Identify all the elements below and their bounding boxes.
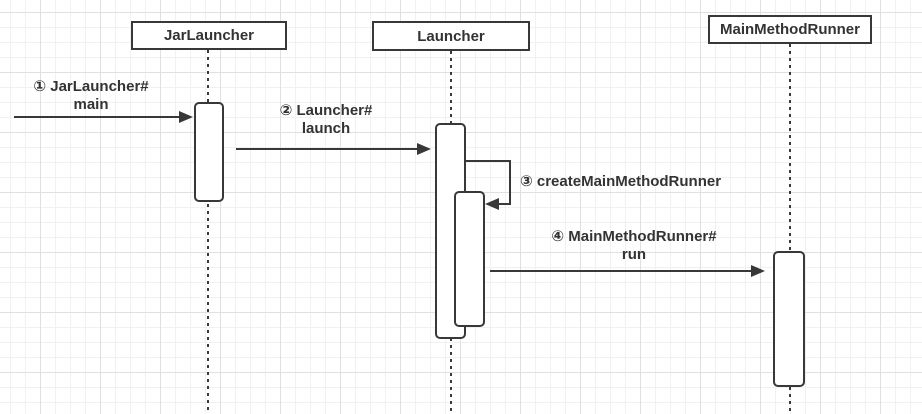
message-1-label: ① JarLauncher# main: [33, 78, 149, 113]
message-4-label: ④ MainMethodRunner# run: [551, 228, 717, 263]
activation-bar-launcher-inner: [454, 191, 485, 327]
activation-bar-jarlauncher: [194, 102, 224, 202]
message-4-line: [490, 270, 752, 272]
message-3-selfcall-top-line: [466, 160, 511, 162]
actor-label-mainmethodrunner: MainMethodRunner: [720, 21, 860, 38]
message-1-line: [14, 116, 180, 118]
activation-bar-mainmethodrunner: [773, 251, 805, 387]
message-2-arrowhead-icon: [417, 143, 431, 155]
message-3-selfcall-bottom-line: [497, 203, 511, 205]
message-3-selfcall-vert-line: [509, 160, 511, 205]
actor-box-mainmethodrunner: MainMethodRunner: [708, 15, 872, 44]
message-3-label: ③ createMainMethodRunner: [520, 173, 722, 190]
actor-label-launcher: Launcher: [417, 27, 485, 45]
lifeline-jarlauncher: [207, 50, 209, 414]
lifeline-mainmethodrunner: [789, 44, 791, 414]
message-4-arrowhead-icon: [751, 265, 765, 277]
actor-box-launcher: Launcher: [372, 21, 530, 51]
actor-label-jarlauncher: JarLauncher: [163, 27, 255, 44]
message-2-line: [236, 148, 418, 150]
message-1-arrowhead-icon: [179, 111, 193, 123]
actor-box-jarlauncher: JarLauncher: [131, 21, 287, 50]
message-2-label: ② Launcher# launch: [279, 102, 373, 137]
message-3-arrowhead-icon: [485, 198, 499, 210]
